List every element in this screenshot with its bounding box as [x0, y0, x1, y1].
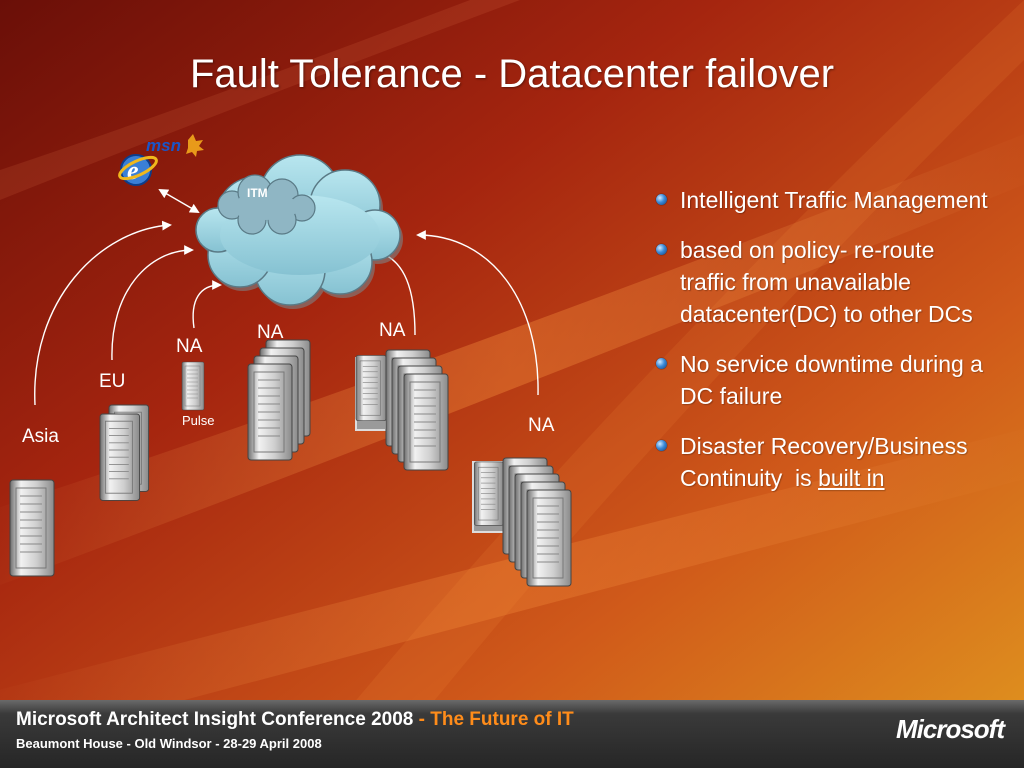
site-label-asia: Asia [22, 426, 59, 447]
bullet-icon [656, 194, 667, 205]
conference-name: Microsoft Architect Insight Conference 2… [16, 709, 414, 730]
server-icon [472, 457, 572, 587]
pulse-link [192, 280, 222, 329]
site-label-na-center: NA [257, 322, 284, 343]
msn-logo-text: msn [146, 136, 181, 155]
footer-location: Beaumont House - Old Windsor - 28-29 Apr… [16, 736, 322, 751]
footer-bar: Microsoft Architect Insight Conference 2… [0, 700, 1024, 768]
asia-link [34, 220, 172, 406]
server-icon [9, 479, 55, 577]
bullet-item: Disaster Recovery/Business Continuity is… [656, 430, 996, 494]
bullet-text: Disaster Recovery/Business Continuity is [680, 433, 974, 491]
footer-separator: - [413, 709, 431, 730]
bullet-text: Intelligent Traffic Management [680, 187, 988, 213]
cloud-icon [195, 154, 403, 309]
ie-msn-icon: e msn [116, 132, 206, 197]
site-label-na-pulse: NA [176, 336, 203, 357]
footer-title: Microsoft Architect Insight Conference 2… [16, 709, 574, 731]
site-label-na-far-right: NA [528, 415, 555, 436]
svg-text:e: e [127, 156, 139, 185]
datacenter-diagram [9, 154, 572, 587]
bullet-icon [656, 244, 667, 255]
bullet-text: based on policy- re-route traffic from u… [680, 237, 973, 327]
bullet-list: Intelligent Traffic Management based on … [656, 184, 996, 512]
eu-link [111, 245, 194, 361]
bullet-icon [656, 440, 667, 451]
server-icon [247, 339, 311, 461]
built-in-link[interactable]: built in [818, 465, 885, 491]
na-link-right [416, 230, 539, 396]
bullet-icon [656, 358, 667, 369]
msn-arrow [158, 189, 200, 213]
bullet-item: based on policy- re-route traffic from u… [656, 234, 996, 330]
bullet-text: No service downtime during a DC failure [680, 351, 983, 409]
server-icon [355, 349, 449, 471]
footer-tagline: The Future of IT [430, 709, 574, 730]
microsoft-logo: Microsoft [896, 714, 1005, 744]
site-label-pulse: Pulse [182, 413, 215, 428]
site-label-eu: EU [99, 371, 126, 392]
site-label-na-right: NA [379, 320, 406, 341]
cloud-label: ITM [247, 186, 268, 200]
server-icon [99, 404, 150, 501]
slide-title: Fault Tolerance - Datacenter failover [189, 52, 835, 96]
bullet-item: Intelligent Traffic Management [656, 184, 996, 216]
bullet-item: No service downtime during a DC failure [656, 348, 996, 412]
server-icon [181, 361, 205, 411]
